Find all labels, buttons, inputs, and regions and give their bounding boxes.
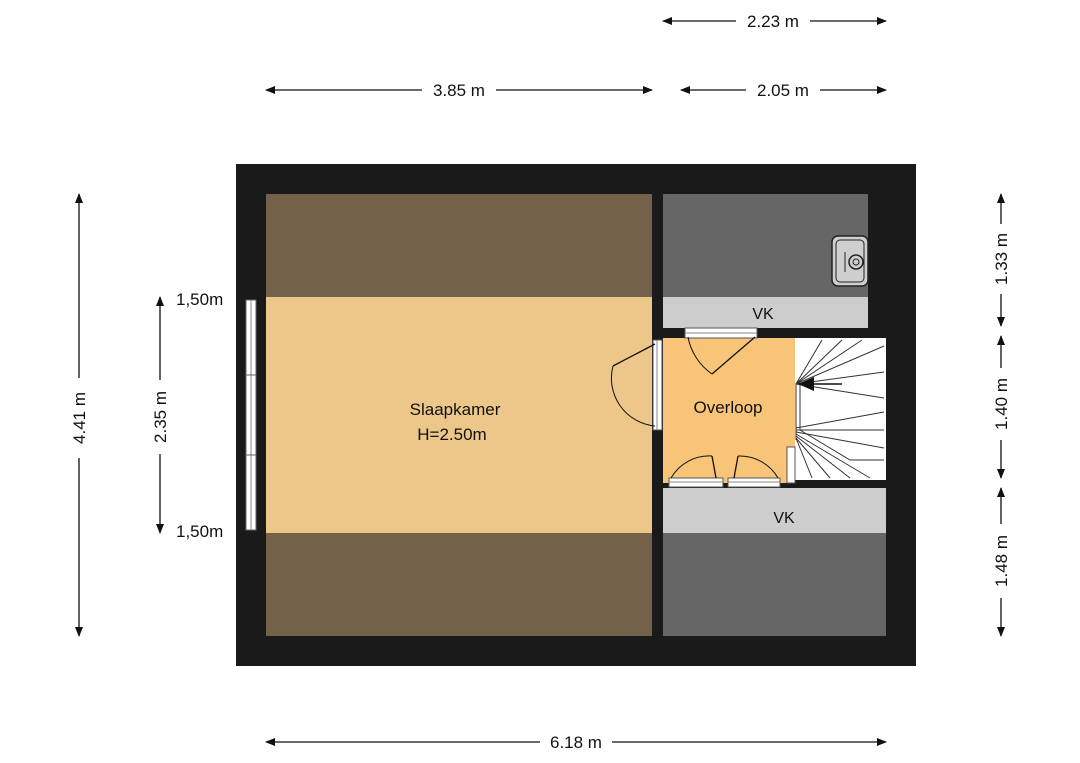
stair-direction-arrow-icon xyxy=(798,377,842,391)
sloped-area-bottom-left xyxy=(266,533,652,636)
sloped-area-bottom-right xyxy=(663,533,886,636)
dim-label-top-3-85: 3.85 m xyxy=(433,81,485,100)
label-slaapkamer-height: H=2.50m xyxy=(417,425,486,444)
label-vk-bottom: VK xyxy=(773,510,795,527)
dim-label-top-2-23: 2.23 m xyxy=(747,12,799,31)
boiler-icon xyxy=(831,235,869,287)
door-vk-bottom-left xyxy=(668,455,724,488)
dim-label-left-2-35: 2.35 m xyxy=(151,391,170,443)
dim-label-top-2-05: 2.05 m xyxy=(757,81,809,100)
staircase xyxy=(795,338,886,480)
dim-label-right-1-40: 1.40 m xyxy=(992,378,1011,430)
dim-label-right-1-48: 1.48 m xyxy=(992,535,1011,587)
dim-label-left-4-41: 4.41 m xyxy=(70,392,89,444)
label-overloop: Overloop xyxy=(694,398,763,417)
sloped-area-top-left xyxy=(266,194,652,297)
door-vk-bottom-right xyxy=(727,455,781,488)
dim-label-bottom-6-18: 6.18 m xyxy=(550,733,602,752)
stair-treads xyxy=(795,339,885,479)
height-marker-upper: 1,50m xyxy=(176,290,223,309)
room-vk-top xyxy=(663,297,868,328)
label-vk-top: VK xyxy=(752,306,774,323)
window-left xyxy=(245,299,257,531)
height-marker-lower: 1,50m xyxy=(176,522,223,541)
door-bedroom xyxy=(610,339,663,431)
stair-post xyxy=(786,446,796,484)
label-slaapkamer: Slaapkamer xyxy=(410,400,501,419)
door-vk-top xyxy=(684,327,758,375)
room-overloop xyxy=(663,338,795,483)
room-slaapkamer xyxy=(266,297,652,533)
room-vk-bottom xyxy=(663,488,886,533)
dim-label-right-1-33: 1.33 m xyxy=(992,233,1011,285)
